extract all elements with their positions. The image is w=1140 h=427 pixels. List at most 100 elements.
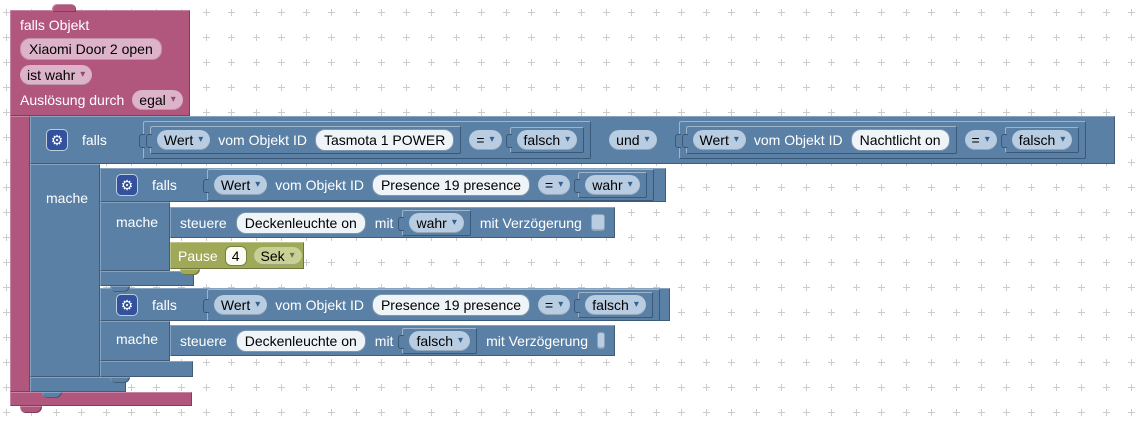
object-id-field[interactable]: Presence 19 presence — [371, 293, 531, 316]
control-object-field[interactable]: Deckenleuchte on — [235, 329, 366, 352]
chevron-down-icon: ▾ — [170, 94, 176, 105]
boolean-dropdown[interactable]: falsch ▾ — [585, 294, 646, 315]
trigger-title: falls Objekt — [20, 17, 90, 33]
chevron-down-icon: ▾ — [984, 134, 990, 145]
outer-if-block[interactable]: ⚙ falls Wert ▾ vom Objekt ID Tasmota 1 P… — [30, 116, 1115, 164]
inner-if-2-label: falls — [152, 296, 177, 313]
delay-label: mit Verzögerung — [479, 214, 582, 231]
chevron-down-icon: ▾ — [198, 134, 204, 145]
outer-do-label: mache — [46, 190, 89, 206]
boolean-dropdown[interactable]: wahr ▾ — [409, 212, 464, 233]
inner-if-2-block[interactable]: ⚙ falls Wert ▾ vom Objekt ID Presence 19… — [100, 288, 670, 321]
chevron-down-icon: ▾ — [627, 179, 633, 190]
chevron-down-icon: ▾ — [1060, 134, 1066, 145]
inner-if-1-do-label: mache — [116, 214, 159, 230]
trigger-mode-dropdown[interactable]: egal ▾ — [132, 90, 183, 110]
object-id-field[interactable]: Presence 19 presence — [371, 174, 531, 196]
chevron-down-icon: ▾ — [733, 134, 739, 145]
gear-icon[interactable]: ⚙ — [116, 174, 138, 196]
outer-if-do-column[interactable]: mache — [30, 164, 100, 377]
control-verb-label: steuere — [180, 332, 227, 349]
chevron-down-icon: ▾ — [558, 179, 564, 190]
value-getter-block[interactable]: Wert ▾ vom Objekt ID Nachtlicht on — [681, 126, 957, 154]
boolean-dropdown[interactable]: wahr ▾ — [585, 175, 640, 195]
trigger-object-field[interactable]: Xiaomi Door 2 open — [20, 38, 162, 60]
chevron-down-icon: ▾ — [289, 249, 295, 261]
chevron-down-icon: ▾ — [565, 134, 571, 145]
inner-if-1-label: falls — [152, 177, 177, 193]
pause-unit-dropdown[interactable]: Sek ▾ — [253, 246, 302, 265]
control-block-2[interactable]: steuere Deckenleuchte on mit falsch ▾ mi… — [170, 325, 615, 356]
value-type-dropdown[interactable]: Wert ▾ — [213, 294, 268, 315]
boolean-value-block[interactable]: falsch ▾ — [398, 327, 478, 354]
value-type-dropdown[interactable]: Wert ▾ — [213, 175, 268, 195]
logic-operator-dropdown[interactable]: und ▾ — [609, 130, 657, 150]
operator-dropdown[interactable]: = ▾ — [469, 130, 502, 150]
operator-dropdown[interactable]: = ▾ — [964, 130, 997, 150]
chevron-down-icon: ▾ — [458, 334, 464, 346]
operator-dropdown[interactable]: = ▾ — [538, 294, 571, 315]
chevron-down-icon: ▾ — [255, 179, 261, 190]
outer-if-bottom-bar — [30, 377, 126, 392]
inner-if-1-bottom-notch — [110, 286, 130, 292]
pause-value-field[interactable]: 4 — [224, 245, 247, 266]
boolean-value-block[interactable]: wahr ▾ — [574, 172, 647, 198]
boolean-value-block[interactable]: falsch ▾ — [1000, 127, 1080, 153]
pause-block[interactable]: Pause 4 Sek ▾ — [170, 242, 304, 269]
chevron-down-icon: ▾ — [80, 69, 86, 80]
boolean-dropdown[interactable]: falsch ▾ — [1011, 130, 1073, 150]
comparison-block[interactable]: Wert ▾ vom Objekt ID Presence 19 presenc… — [202, 288, 660, 321]
comparison-block[interactable]: Wert ▾ vom Objekt ID Tasmota 1 POWER = ▾… — [138, 121, 592, 159]
outer-if-label: falls — [82, 132, 107, 148]
comparison-block[interactable]: Wert ▾ vom Objekt ID Nachtlicht on = ▾ f… — [674, 121, 1087, 159]
value-type-dropdown[interactable]: Wert ▾ — [692, 130, 746, 150]
delay-checkbox[interactable] — [597, 332, 605, 349]
boolean-value-block[interactable]: wahr ▾ — [398, 209, 471, 236]
pause-label: Pause — [178, 247, 218, 264]
delay-checkbox[interactable] — [590, 214, 605, 231]
control-verb-label: steuere — [180, 214, 227, 231]
trigger-block[interactable]: falls Objekt Xiaomi Door 2 open ist wahr… — [10, 10, 190, 116]
inner-if-2-bottom-notch — [110, 377, 130, 383]
value-type-dropdown[interactable]: Wert ▾ — [156, 130, 211, 150]
inner-if-1-block[interactable]: ⚙ falls Wert ▾ vom Objekt ID Presence 19… — [100, 168, 666, 202]
with-label: mit — [374, 214, 394, 231]
outer-if-bottom-notch — [42, 392, 62, 398]
trigger-bottom-bar — [10, 392, 192, 406]
gear-icon[interactable]: ⚙ — [116, 293, 138, 316]
inner-if-2-do-label: mache — [116, 331, 159, 347]
trigger-bottom-notch — [20, 406, 42, 413]
boolean-value-block[interactable]: falsch ▾ — [505, 127, 585, 153]
trigger-left-spine — [10, 116, 30, 392]
trigger-top-notch — [52, 4, 76, 12]
inner-if-2-do-column[interactable]: mache — [100, 321, 170, 361]
with-label: mit — [374, 332, 394, 349]
value-getter-block[interactable]: Wert ▾ vom Objekt ID Tasmota 1 POWER — [145, 126, 462, 154]
boolean-dropdown[interactable]: falsch ▾ — [409, 330, 471, 351]
object-id-label: vom Objekt ID — [275, 296, 364, 313]
object-id-field[interactable]: Tasmota 1 POWER — [314, 129, 455, 151]
object-id-label: vom Objekt ID — [218, 132, 307, 148]
chevron-down-icon: ▾ — [451, 216, 457, 228]
operator-dropdown[interactable]: = ▾ — [538, 175, 571, 195]
control-block-1[interactable]: steuere Deckenleuchte on mit wahr ▾ mit … — [170, 207, 615, 238]
delay-label: mit Verzögerung — [486, 332, 589, 349]
chevron-down-icon: ▾ — [633, 298, 639, 310]
object-id-label: vom Objekt ID — [753, 132, 843, 148]
chevron-down-icon: ▾ — [489, 134, 495, 145]
control-object-field[interactable]: Deckenleuchte on — [235, 211, 366, 234]
gear-icon[interactable]: ⚙ — [46, 129, 68, 151]
inner-if-1-do-column[interactable]: mache — [100, 202, 170, 271]
object-id-label: vom Objekt ID — [275, 177, 364, 193]
boolean-value-block[interactable]: falsch ▾ — [574, 291, 653, 318]
chevron-down-icon: ▾ — [255, 298, 261, 310]
inner-if-2-bottom-bar — [100, 361, 193, 377]
chevron-down-icon: ▾ — [558, 298, 564, 310]
chevron-down-icon: ▾ — [644, 134, 650, 145]
comparison-block[interactable]: Wert ▾ vom Objekt ID Presence 19 presenc… — [202, 169, 654, 201]
trigger-mode-label: Auslösung durch — [20, 92, 125, 108]
boolean-dropdown[interactable]: falsch ▾ — [516, 130, 578, 150]
object-id-field[interactable]: Nachtlicht on — [850, 129, 950, 151]
trigger-state-dropdown[interactable]: ist wahr ▾ — [20, 65, 93, 85]
